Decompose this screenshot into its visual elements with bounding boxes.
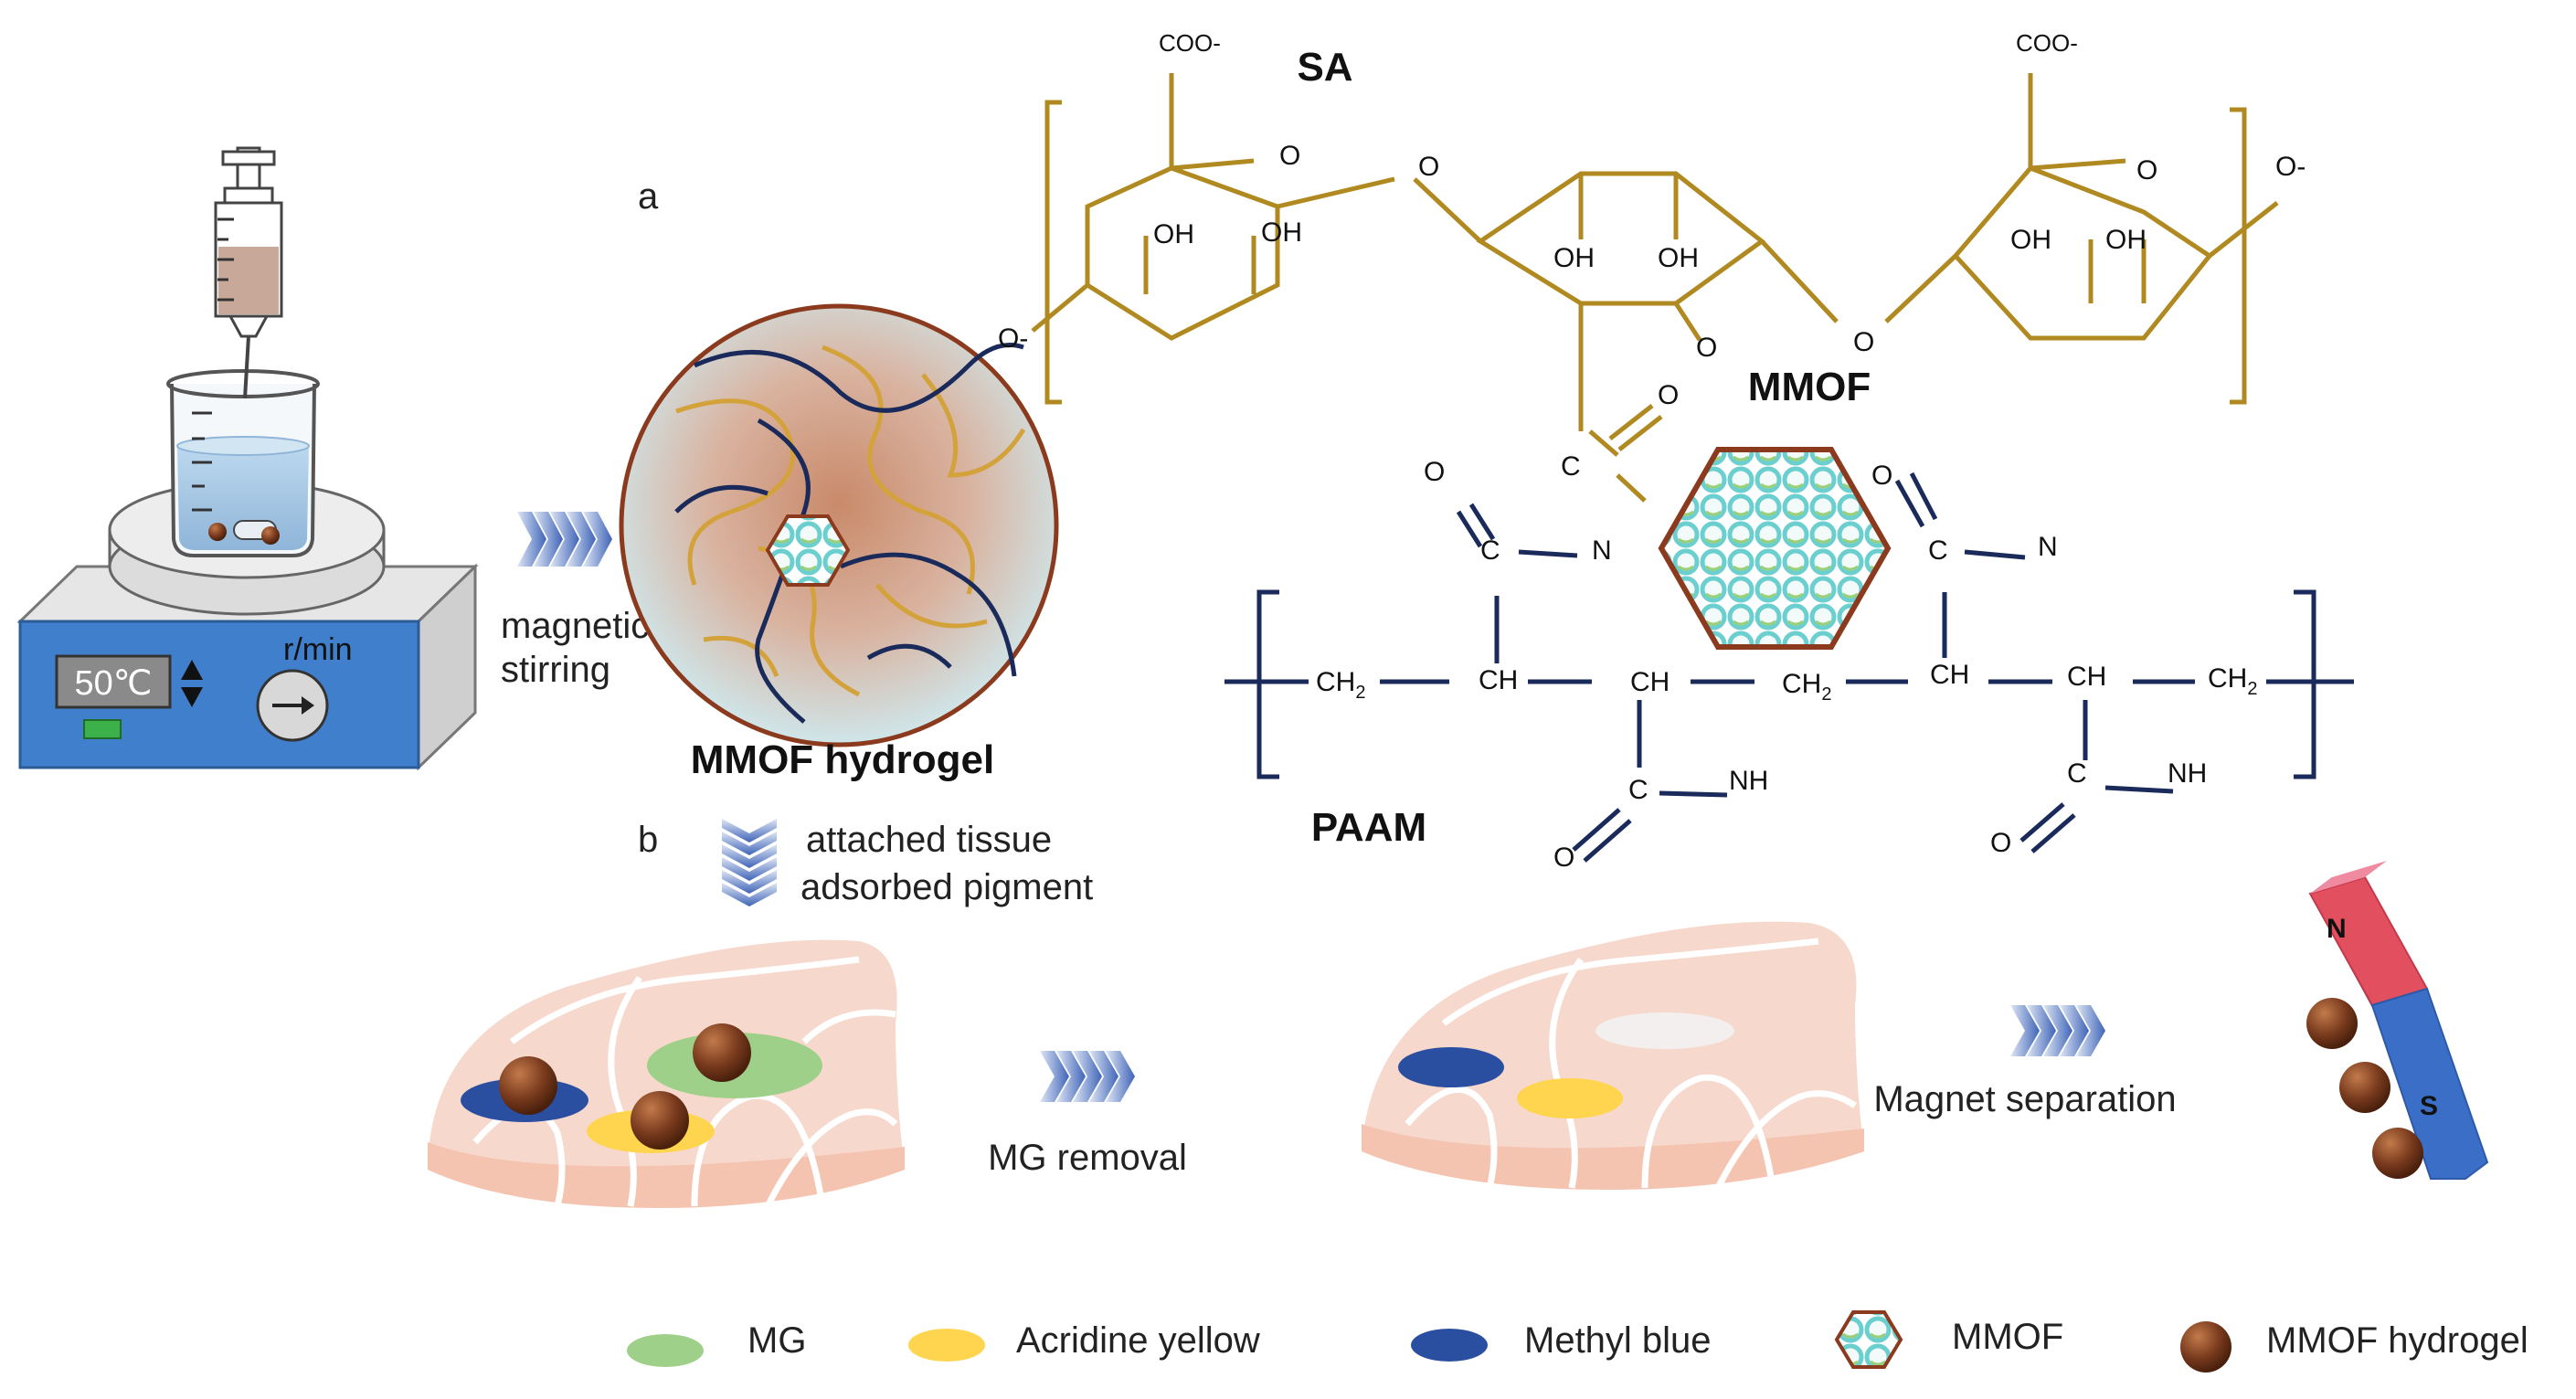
svg-text:OH: OH xyxy=(2010,225,2051,255)
svg-text:CH: CH xyxy=(2067,662,2106,692)
svg-text:OH: OH xyxy=(1261,217,1302,248)
svg-text:C: C xyxy=(1928,535,1948,566)
hydrogel-bead xyxy=(499,1056,557,1115)
svg-text:NH: NH xyxy=(1729,766,1768,796)
bar-magnet: N S xyxy=(2308,861,2489,1180)
methyl-blue-spot xyxy=(1398,1047,1504,1087)
hydrogel-bead xyxy=(2306,998,2358,1049)
svg-text:SA: SA xyxy=(1297,45,1352,90)
svg-text:CH2: CH2 xyxy=(1316,667,1365,703)
svg-text:N: N xyxy=(1592,535,1612,566)
svg-text:CH: CH xyxy=(1479,665,1518,695)
chevron-arrow-icon xyxy=(2010,1005,2105,1056)
svg-text:O: O xyxy=(1990,828,2011,858)
legend: MG Acridine yellow Methyl blue MMOF MMOF… xyxy=(627,1310,2528,1373)
svg-text:N: N xyxy=(2038,532,2058,562)
svg-text:OH: OH xyxy=(1153,219,1194,249)
svg-text:C: C xyxy=(1561,451,1581,482)
panel-b-label: b xyxy=(638,820,658,860)
hydrogel-bead xyxy=(2372,1128,2423,1179)
svg-text:NH: NH xyxy=(2168,758,2207,789)
svg-text:CH2: CH2 xyxy=(1782,669,1831,705)
mini-mmof-icon xyxy=(765,514,851,587)
svg-text:O: O xyxy=(1696,333,1717,363)
svg-text:O: O xyxy=(1658,380,1679,410)
down-chevron-icon xyxy=(722,819,777,906)
svg-text:CH: CH xyxy=(1930,660,1969,690)
temperature-display-text: 50℃ xyxy=(75,664,153,703)
magnet-north-label: N xyxy=(2327,914,2347,944)
svg-text:O: O xyxy=(1871,461,1892,491)
beaker xyxy=(166,369,320,557)
temperature-display xyxy=(55,654,172,709)
hydrogel-caption: MMOF hydrogel xyxy=(691,737,994,782)
paam-chain xyxy=(1224,472,2354,863)
svg-text:Acridine yellow: Acridine yellow xyxy=(1016,1320,1260,1361)
removed-mg-spot xyxy=(1595,1012,1734,1049)
svg-text:COO-: COO- xyxy=(2016,29,2078,57)
panel-a-label: a xyxy=(638,176,659,217)
svg-text:CH: CH xyxy=(1630,667,1670,697)
legend-item-methyl-blue: Methyl blue xyxy=(1411,1320,1712,1362)
svg-text:O: O xyxy=(1853,327,1874,357)
mg-removal-label: MG removal xyxy=(988,1138,1187,1178)
svg-text:MMOF: MMOF xyxy=(1952,1317,2063,1357)
hydrogel-bead xyxy=(693,1023,751,1082)
up-arrow-icon xyxy=(181,660,203,680)
svg-text:MMOF hydrogel: MMOF hydrogel xyxy=(2266,1320,2528,1361)
hydrogel-bead xyxy=(2339,1062,2390,1113)
svg-text:C: C xyxy=(2067,758,2087,789)
svg-text:MMOF: MMOF xyxy=(1748,365,1871,409)
mmof-hydrogel-sphere xyxy=(619,303,1059,747)
speed-unit-label: r/min xyxy=(283,632,353,667)
svg-text:O: O xyxy=(1553,843,1574,873)
svg-text:Methyl blue: Methyl blue xyxy=(1524,1320,1712,1361)
svg-text:C: C xyxy=(1628,775,1648,805)
legend-item-mmof: MMOF xyxy=(1834,1310,2063,1369)
step-b-label-2: adsorbed pigment xyxy=(800,867,1093,907)
hydrogel-bead xyxy=(631,1091,689,1150)
syringe xyxy=(214,146,283,399)
svg-text:CH2: CH2 xyxy=(2208,663,2257,699)
meat-tissue-after xyxy=(1362,921,1864,1190)
svg-text:O: O xyxy=(1424,457,1445,487)
chevron-arrow-icon xyxy=(517,512,612,567)
mmof-crystal-icon xyxy=(1658,447,1892,650)
legend-item-acridine-yellow: Acridine yellow xyxy=(908,1320,1260,1362)
svg-text:OH: OH xyxy=(1553,243,1595,273)
sa-chain xyxy=(1031,73,2279,503)
legend-item-mmof-hydrogel: MMOF hydrogel xyxy=(2180,1320,2528,1373)
svg-text:OH: OH xyxy=(1658,243,1699,273)
svg-text:C: C xyxy=(1480,535,1500,566)
power-led xyxy=(83,719,122,739)
svg-text:COO-: COO- xyxy=(1159,29,1221,57)
svg-text:PAAM: PAAM xyxy=(1311,805,1426,850)
magnet-south-label: S xyxy=(2420,1091,2438,1121)
down-arrow-icon xyxy=(181,687,203,707)
svg-text:O-: O- xyxy=(998,323,1028,354)
chevron-arrow-icon xyxy=(1040,1051,1135,1102)
acridine-yellow-spot xyxy=(1517,1078,1623,1118)
svg-text:O: O xyxy=(1279,141,1300,171)
svg-text:O-: O- xyxy=(2275,152,2306,182)
mmof-legend-icon xyxy=(1834,1310,1903,1369)
magnetic-stirring-label-1: magnetic xyxy=(501,606,649,646)
svg-text:MG: MG xyxy=(747,1320,806,1361)
meat-tissue-before xyxy=(428,939,905,1208)
legend-item-mg: MG xyxy=(627,1320,806,1367)
paam-labels: O C N O C N CH2 CH CH CH2 CH CH CH2 C NH… xyxy=(1311,457,2258,873)
magnetic-stirring-label-2: stirring xyxy=(501,650,610,690)
svg-text:OH: OH xyxy=(2105,225,2147,255)
sa-labels: SA COO- COO- O O O O- O- O O OH OH OH OH… xyxy=(998,29,2306,482)
magnet-separation-label: Magnet separation xyxy=(1873,1079,2176,1119)
svg-text:O: O xyxy=(1418,152,1439,182)
step-b-label-1: attached tissue xyxy=(806,820,1052,860)
svg-text:O: O xyxy=(2136,155,2157,185)
